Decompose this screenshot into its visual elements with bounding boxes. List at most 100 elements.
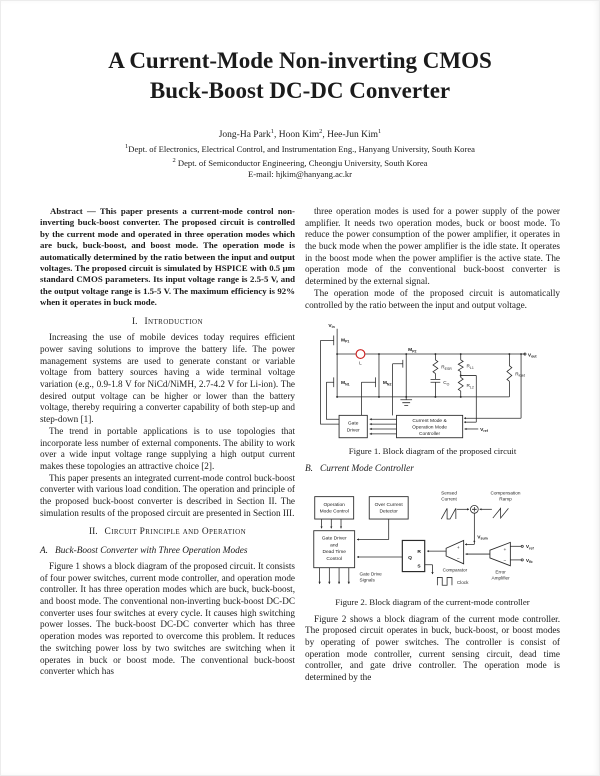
- sensed-current-waveform-icon: Sensed Current: [440, 490, 458, 519]
- svg-text:RL1: RL1: [467, 364, 474, 370]
- svg-text:Operation: Operation: [324, 501, 346, 507]
- vref-label: Vref: [480, 427, 489, 433]
- mode-controller-box: Current Mode & Operation Mode Controller: [396, 415, 464, 439]
- figure1-circuit-diagram: Vin MP1 Vout L: [320, 323, 538, 439]
- circuit-nodes: [336, 353, 523, 399]
- section-heading-introduction: I.Introduction: [132, 316, 203, 327]
- svg-text:Current: Current: [441, 496, 457, 501]
- figure-2: Operation Mode Control Over Current Dete…: [305, 484, 560, 593]
- svg-text:Current Mode &: Current Mode &: [412, 418, 447, 424]
- svg-text:+: +: [504, 548, 507, 553]
- svg-text:−: −: [457, 556, 460, 561]
- svg-text:Sensed: Sensed: [441, 490, 457, 495]
- subsection-heading-b: B.Current Mode Controller: [305, 463, 414, 474]
- paper-title-line1: A Current-Mode Non-inverting CMOS: [108, 48, 492, 73]
- affiliation-1: 1Dept. of Electronics, Electrical Contro…: [125, 143, 475, 155]
- vsum-wire: [465, 512, 475, 544]
- figure2-block-diagram: Operation Mode Control Over Current Dete…: [313, 490, 535, 586]
- svg-text:Ramp: Ramp: [499, 496, 512, 501]
- rload-branch: Rload: [506, 354, 525, 398]
- svg-text:Compensation: Compensation: [490, 490, 520, 495]
- svg-text:Dead Time: Dead Time: [322, 549, 346, 555]
- comparator-symbol: + − Comparator: [443, 539, 468, 572]
- svg-text:Mode Control: Mode Control: [320, 508, 349, 514]
- author-1-sup: 1: [270, 128, 274, 135]
- author-2-sup: 2: [319, 128, 323, 135]
- abstract-text: This paper presents a current-mode contr…: [40, 205, 295, 308]
- gate-driver-box: Gate Driver: [338, 415, 368, 439]
- author-2: , Hoon Kim: [273, 130, 320, 141]
- paragraph-section2-4: Figure 2 shows a block diagram of the cu…: [305, 613, 560, 683]
- inductor-current-sense-icon: L: [355, 349, 366, 366]
- paragraph-intro-1: Increasing the use of mobile devices tod…: [40, 332, 295, 425]
- svg-text:MP2: MP2: [408, 347, 416, 353]
- ground-symbol: [400, 397, 413, 407]
- summing-junction-icon: [470, 504, 479, 514]
- svg-text:−: −: [504, 558, 507, 563]
- fig2-vref-label: Vref: [526, 544, 535, 550]
- svg-text:RESR: RESR: [441, 365, 452, 371]
- vout-feedback-wire: [464, 354, 522, 418]
- paragraph-section2-3: The operation mode of the proposed circu…: [305, 287, 560, 310]
- paragraph-section2-1: Figure 1 shows a block diagram of the pr…: [40, 560, 295, 677]
- right-column: three operation modes is used for a powe…: [305, 206, 560, 684]
- svg-text:Controller: Controller: [419, 431, 440, 437]
- mosfet-mp1: MP1: [320, 328, 349, 355]
- svg-text:Error: Error: [495, 569, 506, 574]
- operation-mode-control-box: Operation Mode Control: [314, 495, 355, 520]
- svg-text:L: L: [359, 361, 362, 366]
- svg-text:RL2: RL2: [467, 383, 474, 389]
- left-column: Abstract — This paper presents a current…: [40, 206, 295, 684]
- author-3: , Hee-Jun Kim: [322, 130, 379, 141]
- gate-routing-wires: [320, 340, 393, 425]
- vout-terminal: [523, 352, 527, 356]
- paragraph-section2-2: three operation modes is used for a powe…: [305, 205, 560, 287]
- svg-text:Q: Q: [408, 554, 412, 560]
- figure-1: Vin MP1 Vout L: [305, 319, 560, 442]
- compensation-ramp-waveform-icon: Compensation Ramp: [490, 490, 521, 519]
- svg-text:Gate Driver: Gate Driver: [322, 535, 347, 541]
- abstract-label: Abstract —: [50, 205, 100, 216]
- ocd-to-gd-wire: [357, 518, 390, 539]
- svg-text:+: +: [457, 546, 460, 551]
- gate-drive-signals-label: Gate Drive: [360, 571, 383, 576]
- svg-text:and: and: [330, 542, 338, 548]
- svg-text:Detector: Detector: [380, 508, 399, 514]
- paragraph-intro-2: The trend in portable applications is to…: [40, 425, 295, 471]
- mosfet-mp2: MP2: [392, 347, 417, 398]
- svg-text:MP1: MP1: [341, 338, 349, 344]
- paragraph-intro-3: This paper presents an integrated curren…: [40, 472, 295, 518]
- svg-text:MN1: MN1: [341, 380, 350, 386]
- vout-label: Vout: [528, 353, 538, 359]
- authors-line: Jong-Ha Park1, Hoon Kim2, Hee-Jun Kim1: [0, 126, 600, 141]
- mosfet-mn1: MN1: [326, 354, 350, 398]
- paper-title: A Current-Mode Non-inverting CMOS Buck-B…: [0, 46, 600, 106]
- email-line: E-mail: hjkim@hanyang.ac.kr: [247, 168, 353, 179]
- svg-text:Amplifier: Amplifier: [492, 575, 511, 580]
- author-1: Jong-Ha Park: [218, 130, 271, 141]
- svg-text:Driver: Driver: [347, 428, 360, 434]
- svg-text:Signals: Signals: [360, 577, 376, 582]
- mosfet-mn2: MN2: [361, 354, 392, 398]
- fig2-vfb-label: Vfb: [526, 557, 533, 563]
- svg-text:Operation Mode: Operation Mode: [412, 425, 447, 431]
- svg-text:Control: Control: [326, 555, 342, 561]
- paper-title-line2: Buck-Boost DC-DC Converter: [149, 78, 451, 103]
- svg-text:MN2: MN2: [383, 380, 392, 386]
- feedback-divider-branch: RL1 RL2: [457, 354, 477, 424]
- svg-text:Comparator: Comparator: [443, 567, 468, 572]
- svg-text:CO: CO: [443, 380, 449, 386]
- svg-text:Rload: Rload: [515, 372, 525, 378]
- affiliation-2: 2 Dept. of Semiconductor Engineering, Ch…: [172, 157, 428, 168]
- clock-waveform-icon: Clock: [424, 563, 469, 586]
- figure-2-caption: Figure 2. Block diagram of the current-m…: [335, 596, 530, 607]
- svg-text:Clock: Clock: [457, 580, 469, 585]
- svg-text:Over Current: Over Current: [375, 501, 404, 507]
- svg-text:S: S: [417, 563, 421, 569]
- resr-co-branch: RESR CO: [430, 354, 452, 398]
- error-amplifier-symbol: + − Error Amplifier: [489, 541, 511, 580]
- sr-latch: Q R S: [401, 539, 426, 572]
- figure-1-caption: Figure 1. Block diagram of the proposed …: [348, 445, 517, 456]
- subsection-heading-a: A.Buck-Boost Converter with Three Operat…: [40, 546, 248, 557]
